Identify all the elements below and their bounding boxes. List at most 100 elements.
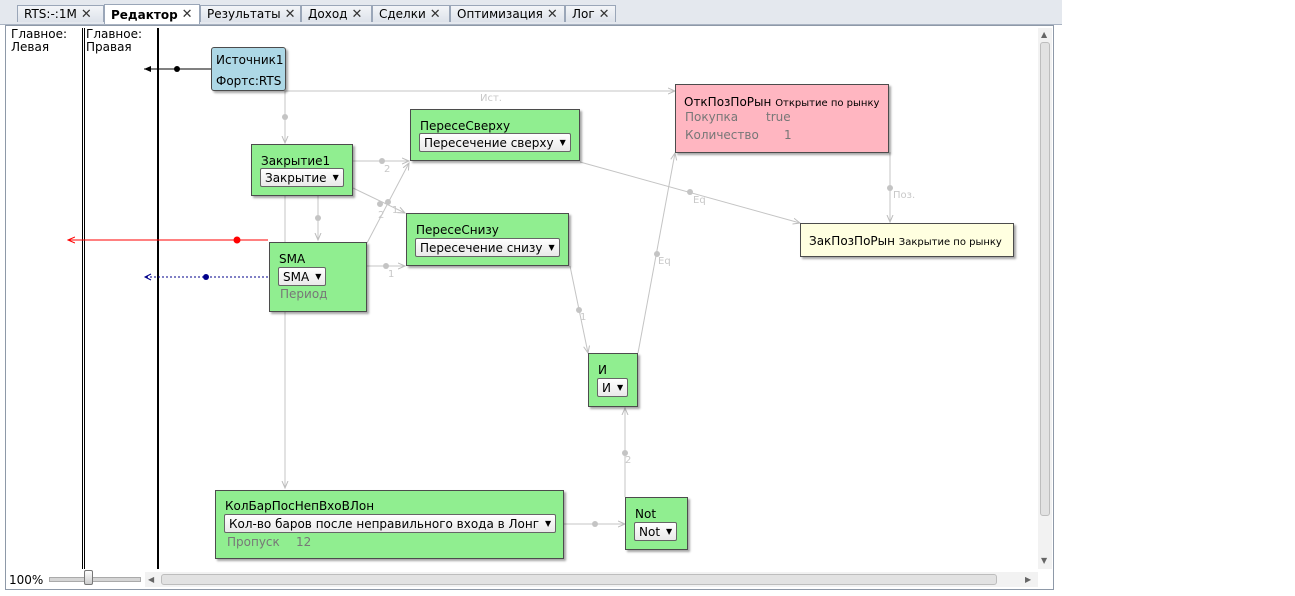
- tab-label: Оптимизация: [457, 7, 543, 21]
- vertical-scroll-thumb[interactable]: [1040, 42, 1050, 516]
- tab-optimization[interactable]: Оптимизация ✕: [450, 5, 565, 22]
- node-title: SMA: [279, 252, 306, 266]
- link-point: [282, 114, 288, 120]
- tab-label: Лог: [572, 7, 595, 21]
- scroll-up-icon[interactable]: ▲: [1041, 30, 1048, 39]
- edge-label: Eq: [658, 256, 671, 267]
- node-title: ПересеСверху: [420, 119, 511, 133]
- close-icon[interactable]: ✕: [546, 6, 558, 22]
- sma-dropdown[interactable]: SMA▼: [278, 267, 327, 286]
- lane-separator: [157, 28, 159, 569]
- node-title-note: Открытие по рынку: [775, 98, 880, 109]
- edge-label: Eq: [693, 195, 706, 206]
- link-point: [687, 189, 693, 195]
- vertical-scrollbar[interactable]: ▲ ▼: [1038, 28, 1052, 569]
- scroll-left-icon[interactable]: ◀: [148, 575, 155, 584]
- node-cross-up[interactable]: ПересеСверху Пересечение сверху▼: [410, 109, 580, 161]
- node-title: Not: [635, 507, 657, 521]
- close-icon[interactable]: ✕: [80, 6, 92, 22]
- scroll-down-icon[interactable]: ▼: [1041, 556, 1048, 565]
- node-sma[interactable]: SMA SMA▼ Период: [269, 242, 367, 312]
- dropdown-value: SMA: [283, 269, 310, 284]
- edge-label: Ист.: [480, 93, 502, 104]
- node-subtitle: Фортс:RTS: [216, 74, 282, 88]
- cross-up-dropdown[interactable]: Пересечение сверху▼: [419, 133, 571, 152]
- node-not[interactable]: Not Not ▼: [625, 497, 688, 550]
- node-title: И: [598, 363, 607, 377]
- link-point: [887, 185, 893, 191]
- close-icon[interactable]: ✕: [429, 6, 441, 22]
- scroll-right-icon[interactable]: ▶: [1025, 575, 1032, 584]
- zoom-slider-track[interactable]: [49, 577, 141, 582]
- node-title: ЗакПозПоРын Закрытие по рынку: [809, 234, 1002, 248]
- horizontal-scrollbar[interactable]: ◀ ▶: [145, 572, 1038, 587]
- tab-label: Сделки: [379, 7, 426, 21]
- cross-down-dropdown[interactable]: Пересечение снизу▼: [415, 238, 560, 257]
- node-title-note: Закрытие по рынку: [898, 237, 1002, 248]
- node-source[interactable]: Источник1 Фортс:RTS: [211, 47, 286, 91]
- node-close-position[interactable]: ЗакПозПоРын Закрытие по рынку: [800, 223, 1014, 257]
- close-type-dropdown[interactable]: Закрытие▼: [260, 168, 344, 187]
- link-point: [622, 450, 628, 456]
- node-open-position[interactable]: ОткПозПоРын Открытие по рынку Покупка tr…: [675, 84, 889, 153]
- tab-deals[interactable]: Сделки ✕: [372, 5, 450, 22]
- param-buy-name: Покупка: [685, 110, 739, 124]
- link-point: [576, 307, 582, 313]
- node-close1[interactable]: Закрытие1 Закрытие▼: [251, 144, 353, 196]
- edge-label: Поз.: [893, 190, 916, 201]
- tab-label: Доход: [308, 7, 348, 21]
- node-title: ПересеСнизу: [416, 223, 499, 237]
- edge-label: 1: [580, 312, 587, 323]
- link-point: [379, 158, 385, 164]
- tab-editor[interactable]: Редактор ✕: [104, 4, 200, 24]
- bars-dropdown[interactable]: Кол-во баров после неправильного входа в…: [224, 514, 557, 533]
- and-dropdown[interactable]: И▼: [597, 378, 629, 397]
- link-point: [592, 521, 598, 527]
- tab-label: Результаты: [207, 7, 281, 21]
- link-point: [233, 236, 241, 244]
- node-cross-down[interactable]: ПересеСнизу Пересечение снизу▼: [406, 213, 569, 266]
- chevron-down-icon: ▼: [545, 519, 552, 528]
- edge-label: 1: [392, 205, 399, 216]
- dropdown-value: Пересечение сверху: [424, 135, 554, 150]
- node-and[interactable]: И И▼: [588, 353, 638, 407]
- node-bars-after-wrong-entry[interactable]: КолБарПосНепВхоВЛон Кол-во баров после н…: [215, 490, 564, 559]
- close-icon[interactable]: ✕: [598, 6, 610, 22]
- edge-label: 2: [384, 164, 391, 175]
- node-title-text: ОткПозПоРын: [684, 95, 772, 109]
- link-point: [377, 201, 383, 207]
- tab-log[interactable]: Лог ✕: [565, 5, 616, 22]
- param-skip-name: Пропуск: [227, 535, 280, 549]
- zoom-slider-handle[interactable]: [84, 570, 93, 585]
- chevron-down-icon: ▼: [666, 527, 673, 536]
- tab-rts[interactable]: RTS:-:1M ✕: [17, 5, 104, 22]
- link-arrowhead: [143, 273, 152, 281]
- close-icon[interactable]: ✕: [351, 6, 363, 22]
- param-period[interactable]: Период: [280, 287, 328, 301]
- chevron-down-icon: ▼: [332, 173, 339, 182]
- chevron-down-icon: ▼: [616, 383, 624, 392]
- param-buy-value[interactable]: true: [766, 110, 791, 124]
- lane-right-label: Главное: Правая: [86, 27, 143, 54]
- link-point: [203, 274, 209, 280]
- dropdown-value: Not: [639, 524, 661, 539]
- tab-results[interactable]: Результаты ✕: [200, 5, 301, 22]
- horizontal-scroll-thumb[interactable]: [161, 574, 997, 585]
- node-title: Источник1: [216, 53, 284, 67]
- dropdown-value: И: [602, 380, 611, 395]
- link: [352, 187, 405, 213]
- link-point: [654, 251, 660, 257]
- edge-label: 2: [378, 210, 385, 221]
- close-icon[interactable]: ✕: [181, 7, 193, 22]
- node-title-text: ЗакПозПоРын: [809, 234, 895, 248]
- param-quantity-value[interactable]: 1: [784, 128, 792, 142]
- tab-label: RTS:-:1M: [24, 7, 77, 21]
- param-skip-value[interactable]: 12: [296, 535, 312, 549]
- tab-income[interactable]: Доход ✕: [301, 5, 372, 22]
- not-dropdown[interactable]: Not ▼: [634, 522, 678, 541]
- edge-label: 2: [625, 455, 632, 466]
- link-point: [315, 215, 321, 221]
- close-icon[interactable]: ✕: [284, 6, 296, 22]
- link-point: [385, 199, 391, 205]
